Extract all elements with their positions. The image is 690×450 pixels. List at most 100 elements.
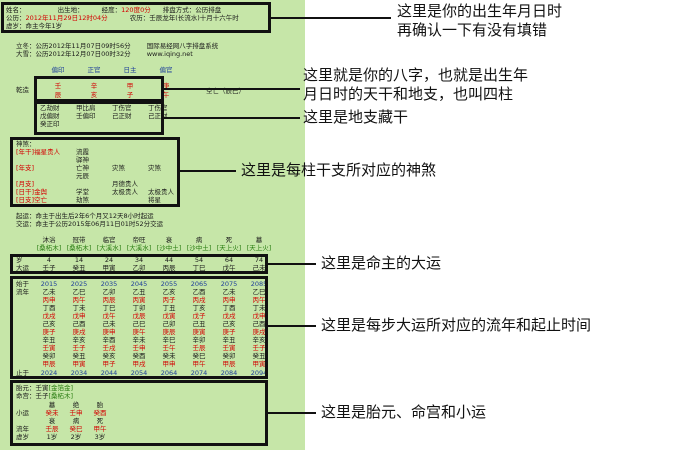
lidong-label: 立冬： bbox=[16, 42, 36, 50]
xiaoyun-cs-item: 胎 bbox=[96, 401, 104, 409]
shishen-year: 偏印 bbox=[51, 66, 65, 74]
liunian-item: 庚申 bbox=[102, 328, 116, 336]
liunian-end-label: 止于 bbox=[16, 369, 29, 377]
liunian-item: 己酉 bbox=[72, 320, 86, 328]
canggan-item: 壬偏印 bbox=[76, 112, 96, 120]
connector-line bbox=[164, 88, 300, 90]
site-url[interactable]: www.iqing.net bbox=[146, 50, 193, 58]
shishen-day: 日主 bbox=[123, 66, 137, 74]
liunian-item: 甲寅 bbox=[252, 360, 266, 368]
liunian-item: 丙申 bbox=[222, 296, 236, 304]
liunian-item: 己酉 bbox=[252, 320, 266, 328]
nayin-item: [天上火] bbox=[216, 244, 242, 252]
qianzao-label: 乾造 bbox=[16, 86, 29, 94]
shensha-item: [年支] bbox=[16, 164, 35, 172]
xiaoyun-list: 癸未壬申癸酉 bbox=[40, 409, 112, 417]
nayin-item: [桑柘木] bbox=[36, 244, 62, 252]
liunian-grid: 乙未乙巳乙卯乙丑乙亥乙酉乙未乙巳丙申丙午丙辰丙寅丙子丙戌丙申丙午丁酉丁未丁巳丁卯… bbox=[34, 288, 274, 368]
annotation-bazi-line1: 这里就是你的八字，也就是出生年 bbox=[303, 66, 529, 84]
connector-line bbox=[164, 117, 300, 119]
changsheng-item: 沐浴 bbox=[42, 236, 56, 244]
shensha-box bbox=[10, 137, 180, 207]
liunian-item: 己亥 bbox=[42, 320, 56, 328]
taiyuan-value: 壬寅 bbox=[35, 384, 49, 392]
liunian-start: 2025 bbox=[70, 280, 88, 288]
jiaoyun-label: 交运： bbox=[16, 220, 36, 228]
connector-line bbox=[268, 325, 316, 327]
canggan-item: 癸正印 bbox=[40, 120, 60, 128]
xiaoyun-liunian: 壬辰癸巳甲午 bbox=[40, 425, 112, 433]
dayun-box bbox=[10, 254, 268, 274]
dayun-item: 丁巳 bbox=[192, 264, 206, 272]
liunian-item: 丁亥 bbox=[192, 304, 206, 312]
liunian-item: 甲午 bbox=[192, 360, 206, 368]
xiaoyun-sui-label: 虚岁 bbox=[16, 433, 29, 441]
nayin-item: [大溪水] bbox=[126, 244, 152, 252]
shensha-item: 元辰 bbox=[76, 172, 89, 180]
liunian-end: 2064 bbox=[160, 369, 178, 377]
method-value: 公历排盘 bbox=[195, 6, 222, 14]
xiaoyun-cs-item: 墓 bbox=[48, 401, 56, 409]
canggan-grid: 乙劫财 甲比肩 丁伤官 丁伤官 戊偏财 壬偏印 己正财 己正财 癸正印 bbox=[40, 104, 184, 128]
liunian-label: 流年 bbox=[16, 288, 29, 296]
liunian-item: 壬寅 bbox=[42, 344, 56, 352]
connector-line bbox=[268, 263, 316, 265]
daxue-row: 大雪：公历2012年12月07日00时32分 www.iqing.net bbox=[16, 50, 193, 58]
dayun-age: 24 bbox=[104, 256, 114, 264]
shensha-item: [年干]福星贵人 bbox=[16, 148, 61, 156]
canggan-item: 己正财 bbox=[148, 112, 168, 120]
nayin-item: [桑柘木] bbox=[66, 244, 92, 252]
minggong-row: 命宫：壬子[桑柘木] bbox=[16, 392, 73, 400]
xiaoyun-item: 壬申 bbox=[69, 409, 83, 417]
xiaoyun-cs2-item: 衰 bbox=[48, 417, 56, 425]
dayun-item: 乙卯 bbox=[132, 264, 146, 272]
shensha-item: [日干]金舆 bbox=[16, 188, 48, 196]
liunian-item: 丙戌 bbox=[192, 296, 206, 304]
liunian-item: 庚戌 bbox=[72, 328, 86, 336]
annotation-shensha: 这里是每柱干支所对应的神煞 bbox=[241, 161, 437, 179]
liunian-start-label: 始于 bbox=[16, 280, 29, 288]
annotation-liunian: 这里是每步大运所对应的流年和起止时间 bbox=[321, 316, 592, 334]
longitude-label: 经度： bbox=[101, 6, 122, 14]
shensha-item: 学堂 bbox=[76, 188, 89, 196]
liunian-start: 2035 bbox=[100, 280, 118, 288]
liunian-item: 庚子 bbox=[42, 328, 56, 336]
bazi-chart-panel: 姓名： 出生地： 经度：120度0分 排盘方式：公历排盘 公历：2012年11月… bbox=[0, 0, 305, 450]
canggan-item: 乙劫财 bbox=[40, 104, 60, 112]
longitude-value: 120度0分 bbox=[121, 6, 151, 14]
xusui-label: 虚岁： bbox=[6, 22, 26, 30]
liunian-end: 2094 bbox=[250, 369, 268, 377]
shensha-item: 亡神 bbox=[76, 164, 89, 172]
liunian-item: 戊申 bbox=[72, 312, 86, 320]
birth-info-box bbox=[1, 2, 271, 33]
dayun-item: 甲寅 bbox=[102, 264, 116, 272]
liunian-item: 壬申 bbox=[132, 344, 146, 352]
name-label: 姓名： bbox=[6, 6, 26, 14]
annotation-bazi: 这里就是你的八字，也就是出生年 月日时的天干和地支，也叫四柱 bbox=[303, 66, 528, 104]
liunian-item: 丁卯 bbox=[132, 304, 146, 312]
dayun-age-label: 岁 bbox=[16, 256, 23, 264]
liunian-item: 壬子 bbox=[252, 344, 266, 352]
liunian-item: 丙寅 bbox=[132, 296, 146, 304]
liunian-item: 壬寅 bbox=[222, 344, 236, 352]
liunian-start: 2055 bbox=[160, 280, 178, 288]
changsheng-item: 墓 bbox=[255, 236, 263, 244]
dayun-age: 54 bbox=[194, 256, 204, 264]
xiaoyun-changsheng: 墓绝胎 bbox=[40, 401, 112, 409]
minggong-nayin: [桑柘木] bbox=[48, 392, 74, 400]
gan-day: 甲 bbox=[126, 82, 134, 90]
liunian-end: 2044 bbox=[100, 369, 118, 377]
liunian-item: 庚寅 bbox=[192, 328, 206, 336]
shensha-grid: [年干]福星贵人流霞驿神[年支]亡神灾煞灾煞元辰[月支]月德贵人[日干]金舆学堂… bbox=[16, 148, 184, 204]
nayin-item: [天上火] bbox=[246, 244, 272, 252]
changsheng-item: 衰 bbox=[165, 236, 173, 244]
liunian-item: 辛酉 bbox=[102, 336, 116, 344]
liunian-item: 辛卯 bbox=[192, 336, 206, 344]
solar-label: 公历： bbox=[6, 14, 26, 22]
liunian-item: 甲辰 bbox=[42, 360, 56, 368]
nayin-row: [桑柘木][桑柘木][大溪水][大溪水][沙中土][沙中土][天上火][天上火] bbox=[34, 244, 274, 252]
kongwang: 空亡（辰巳） bbox=[206, 87, 245, 95]
